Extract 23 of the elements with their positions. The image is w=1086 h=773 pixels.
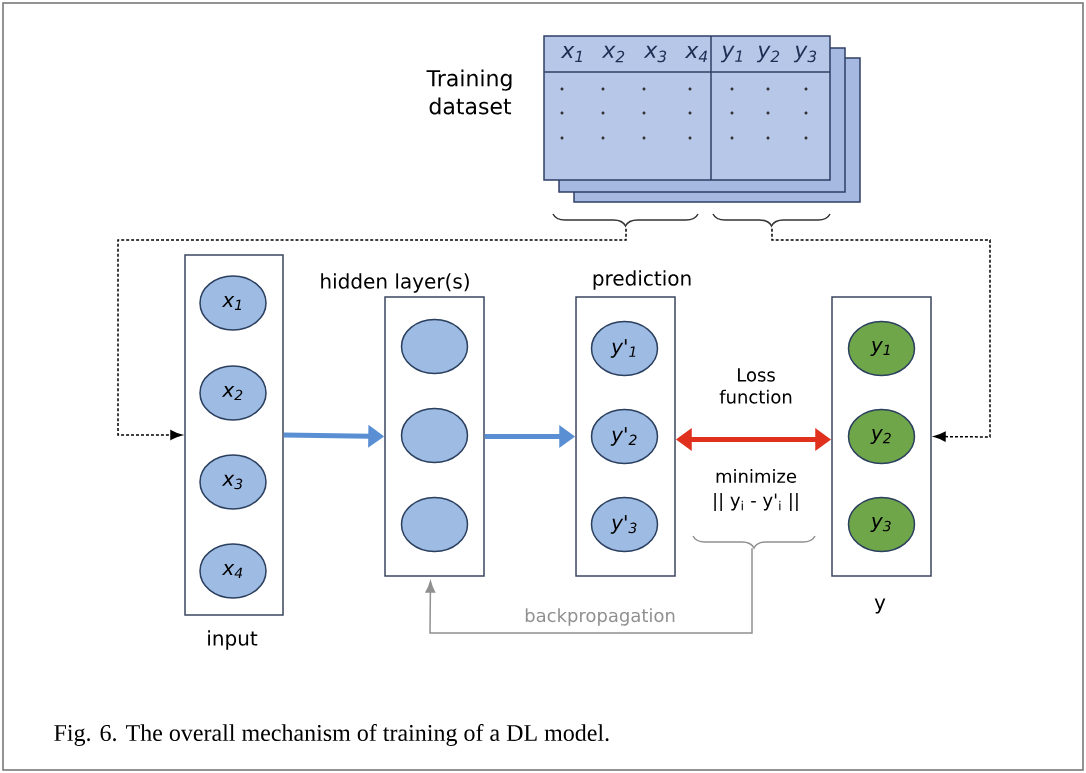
table-header-cell: y$_{1}$ bbox=[720, 45, 742, 63]
table-header-cell: x$_{3}$ bbox=[643, 45, 667, 63]
arrow bbox=[117, 228, 627, 440]
arrow bbox=[771, 228, 991, 442]
node-label: Training dataset bbox=[426, 69, 512, 115]
figure-caption: Fig. 6. The overall mechanism of training of a DL model. bbox=[54, 723, 609, 747]
edge-label: backpropagation bbox=[525, 608, 675, 626]
table-header-cell: y$_{3}$ bbox=[793, 45, 817, 63]
node-label: hidden layer(s) bbox=[321, 273, 469, 293]
node-label: input bbox=[208, 630, 258, 650]
table-header-cell: x$_{1}$ bbox=[560, 45, 582, 63]
node-label: prediction bbox=[593, 270, 691, 290]
neuron-circle bbox=[400, 496, 469, 553]
arrow bbox=[425, 547, 753, 634]
table-header-cell: x$_{4}$ bbox=[684, 45, 708, 63]
table-header-cell: y$_{2}$ bbox=[756, 45, 780, 63]
edge-label: Loss function bbox=[719, 368, 792, 404]
neuron-circle bbox=[400, 318, 469, 375]
layer-box: hidden layer(s) bbox=[321, 273, 485, 577]
neuron-circle bbox=[400, 407, 469, 464]
formula-text: minimize || y$_{i}$ - y'$_{i}$ || bbox=[714, 469, 798, 511]
node-label: y bbox=[874, 598, 886, 614]
table-header-cell: x$_{2}$ bbox=[601, 45, 625, 63]
